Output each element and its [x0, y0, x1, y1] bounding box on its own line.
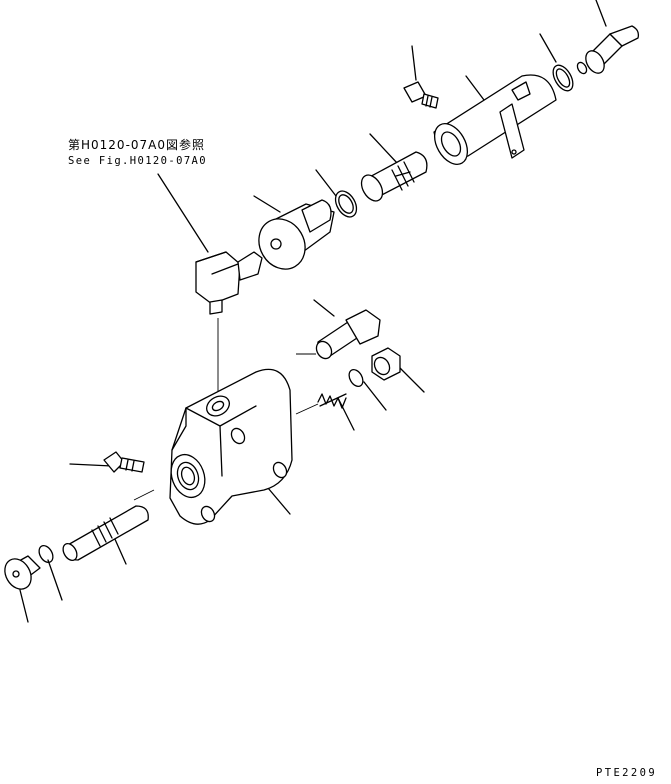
leader-fitting-top: [595, 0, 607, 27]
center-lines: [133, 318, 319, 501]
spring: [317, 393, 347, 409]
bolt-plug: [315, 309, 381, 360]
oring-middle: [334, 190, 358, 218]
leader-oring-small: [363, 381, 387, 411]
leader-bolt-left: [69, 463, 113, 467]
cap-bottom: [4, 555, 41, 590]
leader-bolt-plug: [313, 299, 335, 317]
leader-cap-bottom: [19, 589, 29, 623]
reference-note-japanese: 第H0120-07A0図参照: [68, 138, 206, 152]
spool-bottom: [62, 505, 149, 562]
plug-small: [371, 347, 401, 381]
leader-oring-top: [539, 33, 557, 63]
leader-sleeve: [465, 75, 485, 101]
leader-reference: [157, 173, 209, 253]
leader-plug-large: [253, 195, 281, 213]
oring-bottom: [38, 544, 54, 564]
fitting-top-right: [576, 25, 640, 75]
plug-large: [258, 199, 335, 270]
oring-small: [348, 368, 364, 388]
leader-oring-bottom: [47, 559, 63, 601]
oring-top: [552, 64, 574, 92]
reference-note-english: See Fig.H0120-07A0: [68, 155, 207, 167]
leader-body: [267, 487, 291, 515]
bolt-left: [103, 451, 145, 473]
leader-spool-top: [369, 133, 399, 165]
leader-plug-small: [399, 367, 425, 393]
bolt-top: [403, 81, 439, 109]
sleeve-housing: [433, 74, 557, 165]
drawing-code: PTE2209: [596, 767, 658, 779]
valve-body: [169, 368, 293, 525]
leader-oring-mid: [315, 169, 337, 197]
spool-top: [360, 151, 428, 202]
elbow-fitting: [195, 251, 263, 315]
leader-bolt-top: [411, 45, 417, 81]
